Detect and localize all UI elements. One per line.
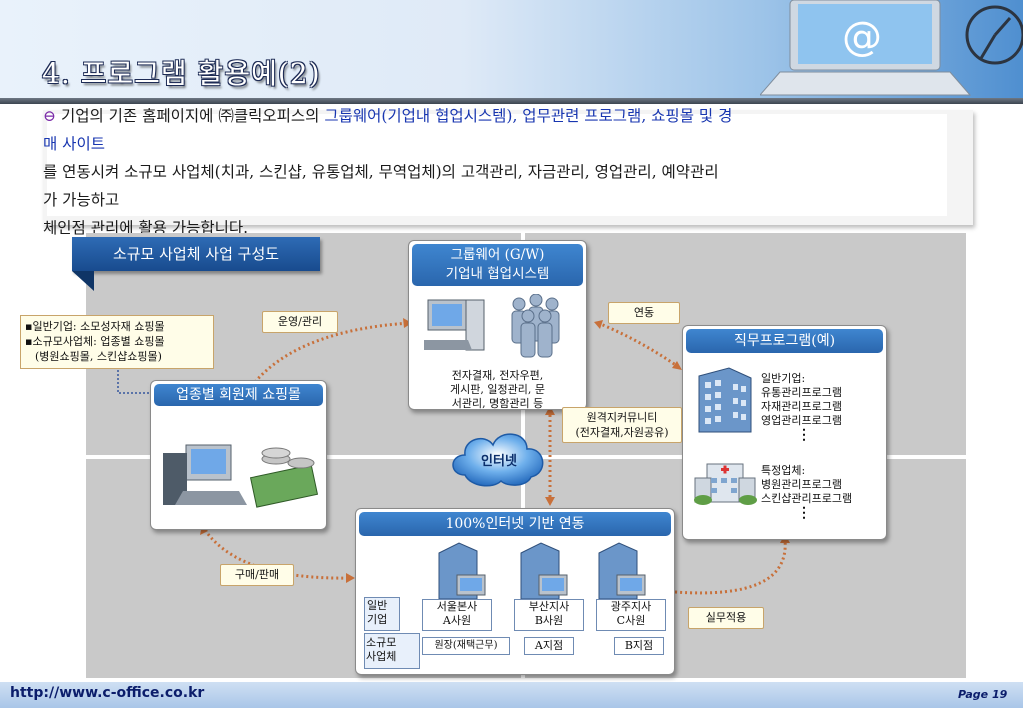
shop-note-line-2: ▪소규모사업체: 업종별 쇼핑몰: [25, 335, 165, 348]
intro-line-4: 가 가능하고: [43, 191, 120, 209]
groupware-feature-line-1: 전자결재, 전자우편,: [451, 369, 544, 382]
groupware-panel: 그룹웨어 (G/W) 기업내 협업시스템 전자결재, 전자우편, 게시판, 일정…: [408, 240, 587, 410]
cell-director: [422, 637, 510, 655]
header-divider: [0, 98, 1023, 104]
general-item: 유통관리프로그램: [761, 386, 842, 399]
cell-busan-text: 부산지사 B사원: [528, 600, 570, 627]
note-connector: [117, 370, 150, 394]
diagram-title-fold: [72, 271, 94, 291]
general-company-list: 일반기업: 유통관리프로그램 자재관리프로그램 영업관리프로그램 ⋮: [761, 372, 883, 442]
special-company-title: 특정업체:: [761, 464, 806, 477]
job-program-panel: 직무프로그램(예) 일반기업: 유통관리프로그램 자재관리프로그램 영업관리프로…: [682, 325, 887, 540]
intro-line-5: 체인점 관리에 활용 가능합니다.: [43, 219, 249, 237]
laptop-clock-illustration: @: [760, 0, 1023, 96]
ellipsis-icon: ⋮: [797, 505, 811, 521]
shop-note-line-3: (병원쇼핑몰, 스킨샵쇼핑몰): [35, 350, 162, 363]
groupware-feature-line-3: 서관리, 명함관리 등: [451, 397, 544, 410]
operation-label: 운영/관리: [262, 311, 338, 333]
intro-line-1-prefix: 기업의 기존 홈페이지에 ㈜클릭오피스의: [60, 107, 325, 125]
intro-line-3: 를 연동시켜 소규모 사업체(치과, 스킨샵, 유통업체, 무역업체)의 고객관…: [43, 163, 719, 181]
link-label: 연동: [608, 302, 680, 324]
remote-community-line-2: (전자결재,자원공유): [575, 426, 669, 439]
row-label-small-text: 소규모 사업체: [366, 636, 397, 663]
general-item: 영업관리프로그램: [761, 414, 842, 427]
cell-seoul: [422, 599, 492, 631]
intro-line-2: 매 사이트: [43, 135, 105, 153]
branch-buildings-icon: [438, 542, 646, 600]
row-label-general: [364, 597, 400, 631]
general-company-title: 일반기업:: [761, 372, 806, 385]
general-item: 자재관리프로그램: [761, 400, 842, 413]
shop-note-line-1: ▪일반기업: 소모성자재 쇼핑몰: [25, 320, 165, 333]
shop-note: ▪일반기업: 소모성자재 쇼핑몰 ▪소규모사업체: 업종별 쇼핑몰 (병원쇼핑몰…: [20, 315, 214, 369]
arrow-shop-groupware: [253, 321, 411, 383]
integration-header: 100%인터넷 기반 연동: [359, 512, 671, 536]
cell-branch-a: [524, 637, 574, 655]
svg-text:@: @: [842, 14, 882, 60]
groupware-header-line-2: 기업내 협업시스템: [445, 266, 550, 282]
intro-text: ⊖ 기업의 기존 홈페이지에 ㈜클릭오피스의 그룹웨어(기업내 협업시스템), …: [43, 102, 951, 242]
cell-seoul-text: 서울본사 A사원: [436, 600, 478, 627]
groupware-features: 전자결재, 전자우편, 게시판, 일정관리, 문 서관리, 명함관리 등: [412, 369, 583, 411]
remote-community-label: 원격지커뮤니티 (전자결재,자원공유): [562, 407, 682, 443]
cell-busan: [514, 599, 584, 631]
arrow-groupware-job: [597, 321, 681, 370]
cell-gwangju-text: 광주지사 C사원: [610, 600, 652, 627]
shop-panel-header: 업종별 회원제 쇼핑몰: [154, 384, 323, 406]
job-program-header: 직무프로그램(예): [686, 329, 883, 353]
shopping-computer-icon: [163, 444, 319, 508]
cell-director-text: 원장(재택근무): [434, 640, 498, 651]
row-label-small: [364, 633, 420, 669]
shop-panel: 업종별 회원제 쇼핑몰: [150, 380, 327, 530]
footer-url-link[interactable]: http://www.c-office.co.kr: [10, 685, 205, 701]
cell-branch-a-text: A지점: [534, 639, 564, 652]
intro-line-1-highlight: 그룹웨어(기업내 협업시스템), 업무관련 프로그램, 쇼핑몰 및 경: [324, 107, 733, 125]
ellipsis-icon: ⋮: [797, 427, 811, 443]
cell-branch-b: [614, 637, 664, 655]
intro-line-1: ⊖ 기업의 기존 홈페이지에 ㈜클릭오피스의 그룹웨어(기업내 협업시스템), …: [43, 102, 951, 130]
special-item: 스킨샵관리프로그램: [761, 492, 853, 505]
groupware-users-icon: [424, 294, 560, 358]
apply-label: 실무적용: [688, 607, 764, 629]
page-title: 4. 프로그램 활용예(2): [42, 57, 321, 90]
arrow-integration-job: [674, 539, 787, 595]
intro-box: [47, 114, 947, 216]
internet-cloud-icon: [452, 433, 544, 487]
circle-bullet-icon: ⊖: [43, 107, 56, 125]
purchase-label: 구매/판매: [220, 564, 294, 586]
footer-bar: [0, 682, 1023, 708]
diagram-title: 소규모 사업체 사업 구성도: [112, 245, 280, 263]
integration-panel: 100%인터넷 기반 연동 일반 기업 소규모 사업체 서울본사 A사원: [355, 508, 675, 675]
office-building-icon: [698, 367, 752, 433]
groupware-header: 그룹웨어 (G/W) 기업내 협업시스템: [412, 244, 583, 286]
row-label-general-text: 일반 기업: [367, 599, 388, 626]
groupware-header-line-1: 그룹웨어 (G/W): [450, 247, 545, 263]
special-item: 병원관리프로그램: [761, 478, 842, 491]
groupware-feature-line-2: 게시판, 일정관리, 문: [450, 383, 545, 396]
remote-community-line-1: 원격지커뮤니티: [586, 411, 658, 424]
page-number: Page 19: [958, 688, 1008, 701]
diagram-title-box: [72, 237, 320, 271]
header-banner: @: [0, 0, 1023, 100]
cell-gwangju: [596, 599, 666, 631]
internet-label: 인터넷: [481, 454, 517, 469]
cell-branch-b-text: B지점: [624, 639, 654, 652]
hospital-building-icon: [694, 463, 757, 505]
special-company-list: 특정업체: 병원관리프로그램 스킨샵관리프로그램 ⋮: [761, 464, 885, 520]
